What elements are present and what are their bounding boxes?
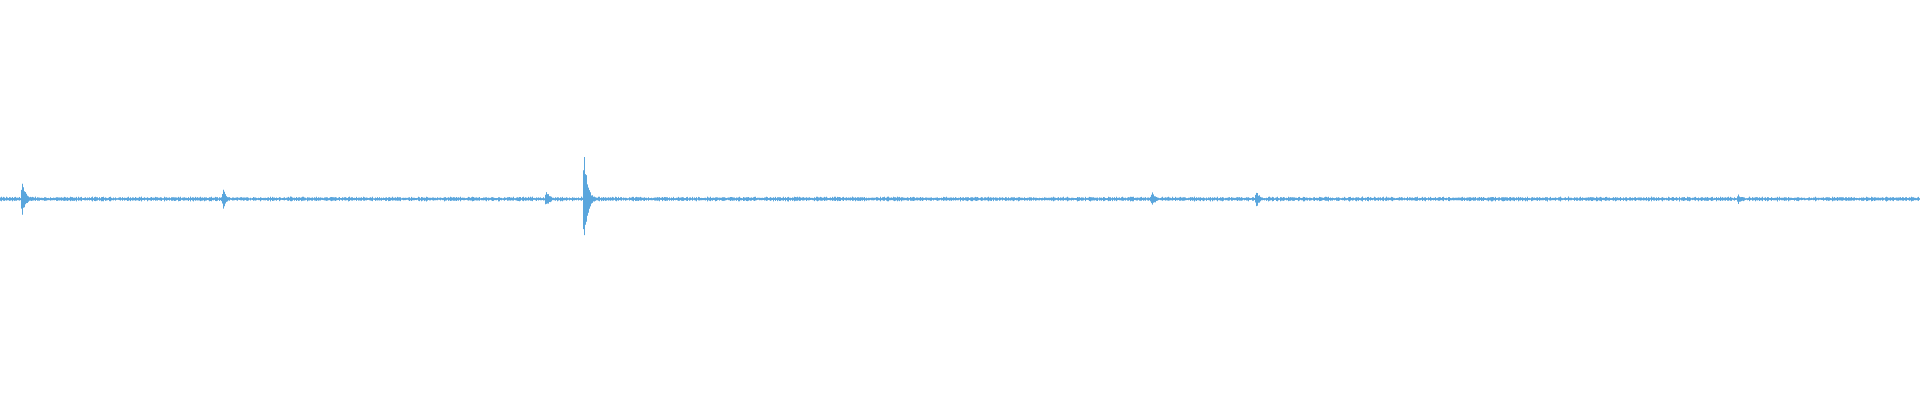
waveform-trace: [0, 157, 1920, 236]
